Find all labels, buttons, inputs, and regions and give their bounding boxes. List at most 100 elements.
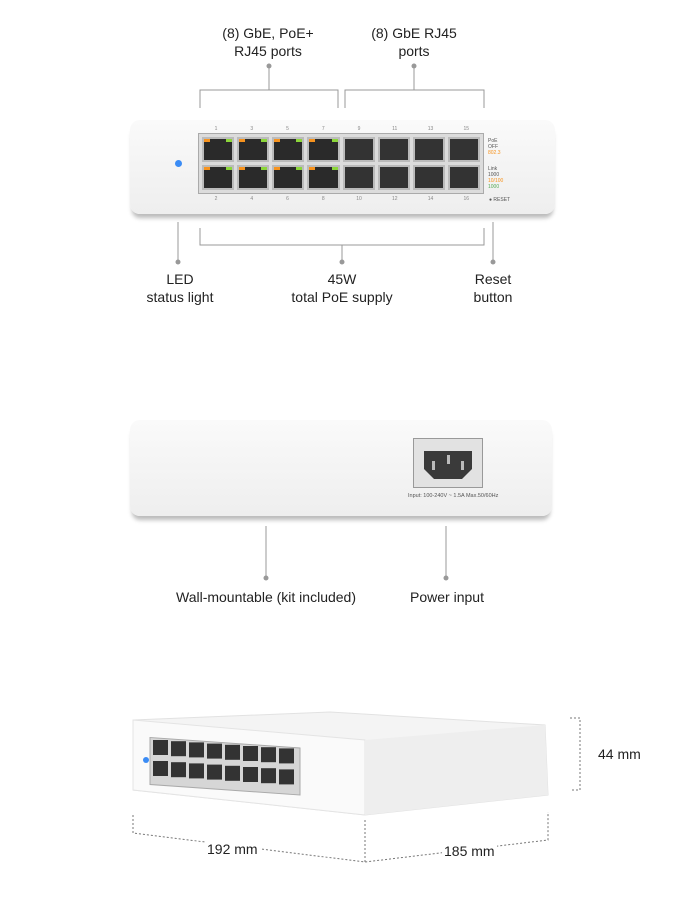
- rj45-port: [272, 165, 305, 190]
- rj45-port: [447, 165, 480, 190]
- rj45-port: [447, 137, 480, 162]
- callout-line: 45W: [327, 271, 357, 287]
- led-legend: PoE OFF 802.3 Link 1000 10/100 1000: [488, 138, 503, 190]
- legend-poe-off: OFF: [488, 144, 498, 150]
- width-dimension: 192 mm: [205, 841, 260, 857]
- callout-line: (8) GbE RJ45: [371, 25, 457, 41]
- rj45-port: [153, 740, 168, 755]
- rj45-port: [377, 137, 410, 162]
- port-number: 1: [214, 126, 218, 132]
- rj45-port: [202, 165, 235, 190]
- wall-mount-callout: Wall-mountable (kit included): [176, 589, 356, 605]
- callout-line: status light: [146, 289, 214, 305]
- height-dimension: 44 mm: [598, 746, 641, 762]
- link-led: [331, 139, 338, 142]
- rj45-port: [307, 137, 340, 162]
- rj45-port: [307, 165, 340, 190]
- link-led: [331, 167, 338, 170]
- poe-led: [204, 167, 210, 170]
- back-callout-lines: [263, 526, 449, 581]
- poe-led: [204, 139, 210, 142]
- rj45-port: [261, 747, 276, 763]
- link-led: [261, 167, 268, 170]
- power-input-callout: Power input: [410, 589, 484, 605]
- link-led: [226, 139, 233, 142]
- rj45-port: [412, 165, 445, 190]
- rj45-port: [342, 165, 375, 190]
- rj45-port: [153, 761, 168, 776]
- rj45-port: [342, 137, 375, 162]
- rj45-port: [279, 769, 294, 785]
- callout-line: LED: [166, 271, 194, 287]
- legend-link-100: 10/100: [488, 178, 504, 184]
- port-panel: [198, 133, 484, 194]
- callout-line: RJ45 ports: [234, 43, 302, 59]
- port-number: 2: [214, 196, 218, 202]
- port-number: 14: [427, 196, 434, 202]
- rj45-port: [207, 764, 222, 780]
- rj45-port: [243, 746, 258, 761]
- led-status-light: [175, 160, 182, 167]
- callout-line: button: [473, 289, 513, 305]
- led-callout: LED status light: [147, 270, 214, 306]
- switch-perspective: [132, 711, 581, 863]
- port-number: 5: [286, 126, 289, 132]
- port-number: 6: [286, 196, 289, 202]
- link-led: [261, 139, 268, 142]
- callout-line: (8) GbE, PoE+: [222, 25, 314, 41]
- link-led: [296, 167, 303, 170]
- reset-button[interactable]: ● RESET: [489, 197, 511, 203]
- poe-supply-callout: 45W total PoE supply: [291, 270, 392, 306]
- poe-led: [239, 167, 246, 170]
- rj45-port: [279, 748, 294, 764]
- legend-link-1000: 1000: [488, 172, 500, 178]
- port-number: 13: [427, 126, 434, 132]
- port-number: 7: [321, 126, 325, 132]
- rj45-port: [189, 763, 204, 779]
- rj45-port: [202, 137, 235, 162]
- poe-led: [309, 167, 316, 170]
- depth-dimension: 185 mm: [442, 843, 497, 859]
- link-led: [296, 139, 303, 142]
- rj45-port: [261, 768, 276, 784]
- rj45-port: [243, 767, 258, 782]
- reset-label: RESET: [493, 197, 511, 203]
- port-number: 4: [250, 196, 254, 202]
- rj45-port: [189, 742, 204, 758]
- legend-link-g: 1000: [488, 184, 500, 190]
- port-number: 16: [463, 196, 470, 202]
- port-number: 8: [321, 196, 325, 202]
- poe-led: [274, 139, 281, 142]
- port-number: 12: [391, 196, 398, 202]
- switch-back: [130, 420, 552, 516]
- poe-led: [309, 139, 316, 142]
- rj45-port: [377, 165, 410, 190]
- port-number: 9: [357, 126, 361, 132]
- port-number: 15: [463, 126, 470, 132]
- power-inlet: [413, 438, 483, 488]
- callout-line: total PoE supply: [291, 289, 393, 305]
- front-callout-lines: [175, 63, 496, 265]
- legend-poe: PoE: [488, 138, 498, 144]
- legend-poe-8023: 802.3: [488, 150, 501, 156]
- link-led: [226, 167, 233, 170]
- reset-callout: Reset button: [474, 270, 513, 306]
- rj45-ports-callout: (8) GbE RJ45 ports: [371, 24, 457, 60]
- rj45-port: [225, 744, 240, 760]
- rj45-port: [171, 741, 186, 757]
- rj45-port: [412, 137, 445, 162]
- rj45-port: [225, 765, 240, 781]
- port-number: 3: [250, 126, 254, 132]
- legend-link: Link: [488, 166, 498, 172]
- power-socket-icon: [424, 451, 472, 479]
- callout-line: ports: [398, 43, 430, 59]
- poe-led: [239, 139, 246, 142]
- port-number: 11: [392, 126, 398, 132]
- poe-ports-callout: (8) GbE, PoE+ RJ45 ports: [222, 24, 313, 60]
- callout-line: Reset: [474, 271, 512, 287]
- rj45-port: [237, 165, 270, 190]
- power-rating: Input: 100-240V ~ 1.5A Max.50/60Hz: [408, 493, 499, 499]
- poe-led: [274, 167, 281, 170]
- rj45-port: [272, 137, 305, 162]
- rj45-port: [237, 137, 270, 162]
